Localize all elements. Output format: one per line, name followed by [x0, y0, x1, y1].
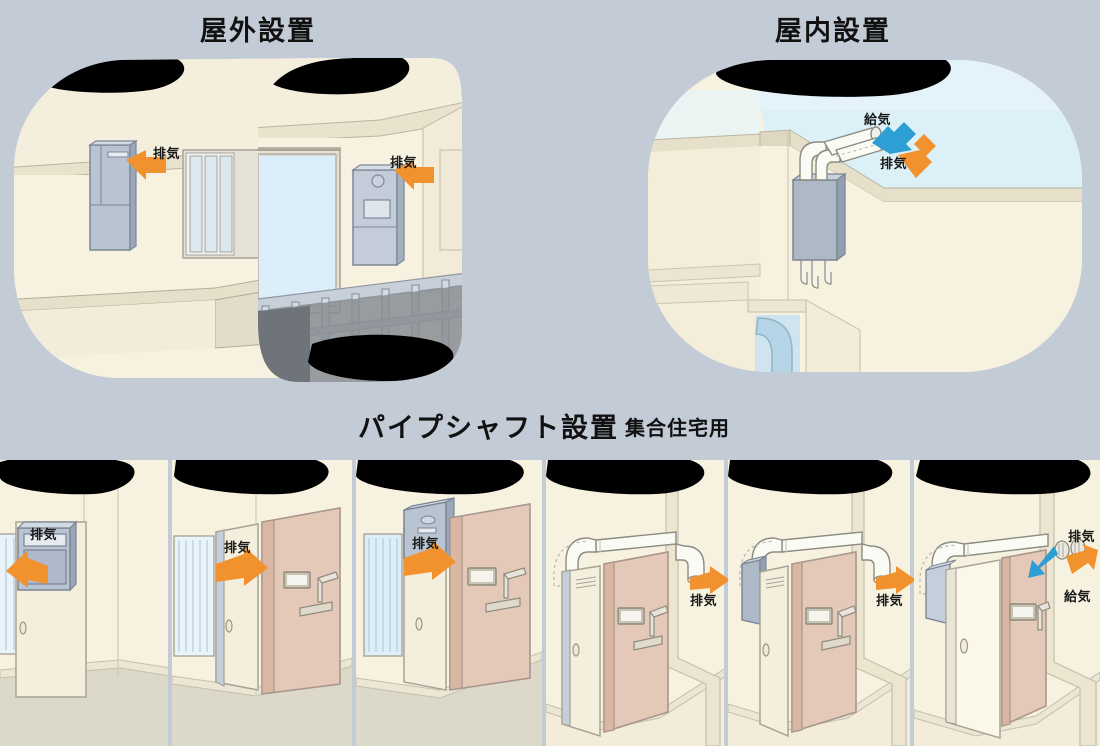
exhaust-arrow-outdoor-b [394, 160, 434, 190]
redaction-block [546, 460, 705, 495]
entrance-door-6 [1001, 549, 1051, 728]
outdoor-panel-balcony [258, 58, 462, 382]
label-exhaust-ps-5: 排気 [876, 593, 904, 608]
section-subtitle-pipe-shaft: 集合住宅用 [625, 418, 730, 440]
label-supply-indoor: 給気 [864, 112, 892, 127]
exhaust-arrow-ps-2 [216, 546, 268, 586]
redaction-block [174, 460, 329, 495]
label-exhaust-outdoor-a: 排気 [153, 146, 181, 161]
label-supply-ps-6: 給気 [1064, 589, 1092, 604]
louver-panel [363, 533, 403, 657]
entrance-door-2 [261, 507, 341, 695]
water-heater-unit-ps-6 [925, 559, 957, 625]
redaction-block [356, 460, 524, 495]
redaction-block [32, 58, 185, 93]
supply-arrow-indoor [872, 122, 916, 154]
exhaust-arrow-ps-1 [6, 550, 48, 588]
redaction-block [0, 460, 135, 495]
ps-door-4 [561, 565, 601, 738]
exhaust-arrow-ps-4 [690, 566, 730, 594]
water-heater-unit-outdoor-a [88, 139, 138, 252]
exhaust-arrow-outdoor-a [126, 150, 166, 180]
section-title-pipe-shaft: パイプシャフト設置 [358, 413, 619, 443]
water-heater-unit-outdoor-b [351, 163, 406, 267]
section-title-indoor: 屋内設置 [775, 16, 891, 46]
redaction-block [308, 334, 454, 382]
redaction-block [716, 60, 951, 97]
exhaust-arrow-ps-3 [404, 540, 456, 580]
entrance-door-5 [791, 551, 857, 734]
indoor-panel-bathroom [648, 60, 1082, 372]
section-title-outdoor: 屋外設置 [200, 16, 316, 46]
ps-panel-5 [728, 460, 910, 746]
ps-panel-2 [172, 460, 352, 746]
outdoor-illustration-group [14, 58, 1082, 382]
entrance-door-3 [449, 503, 531, 691]
ps-panel-3 [356, 460, 542, 746]
balcony-glass-door [258, 147, 341, 314]
label-exhaust-outdoor-b: 排気 [390, 155, 418, 170]
label-exhaust-ps-3: 排気 [412, 536, 440, 551]
label-exhaust-ps-2: 排気 [224, 540, 252, 555]
pipe-shaft-illustration-group [0, 460, 1100, 746]
duct-pipes-indoor [799, 126, 883, 181]
exhaust-arrow-indoor [898, 134, 936, 178]
exhaust-arrow-ps-5 [876, 566, 916, 594]
entrance-door-4 [603, 551, 669, 734]
ps-panel-6 [914, 460, 1100, 746]
label-exhaust-ps-1: 排気 [30, 527, 58, 542]
exhaust-arrow-ps-6 [1066, 544, 1098, 574]
label-exhaust-ps-6: 排気 [1068, 529, 1096, 544]
louver-panel [173, 535, 215, 657]
ps-door-5 [759, 565, 789, 738]
label-exhaust-indoor: 排気 [880, 156, 908, 171]
water-heater-unit-indoor [791, 172, 847, 289]
supply-arrow-ps-6 [1028, 546, 1058, 578]
label-exhaust-ps-4: 排気 [690, 593, 718, 608]
ps-panel-4 [546, 460, 724, 746]
ps-door-6 [945, 559, 1001, 740]
redaction-block [728, 460, 893, 495]
ps-panel-1 [0, 460, 168, 746]
bathtub [648, 281, 861, 372]
redaction-block [916, 460, 1091, 495]
